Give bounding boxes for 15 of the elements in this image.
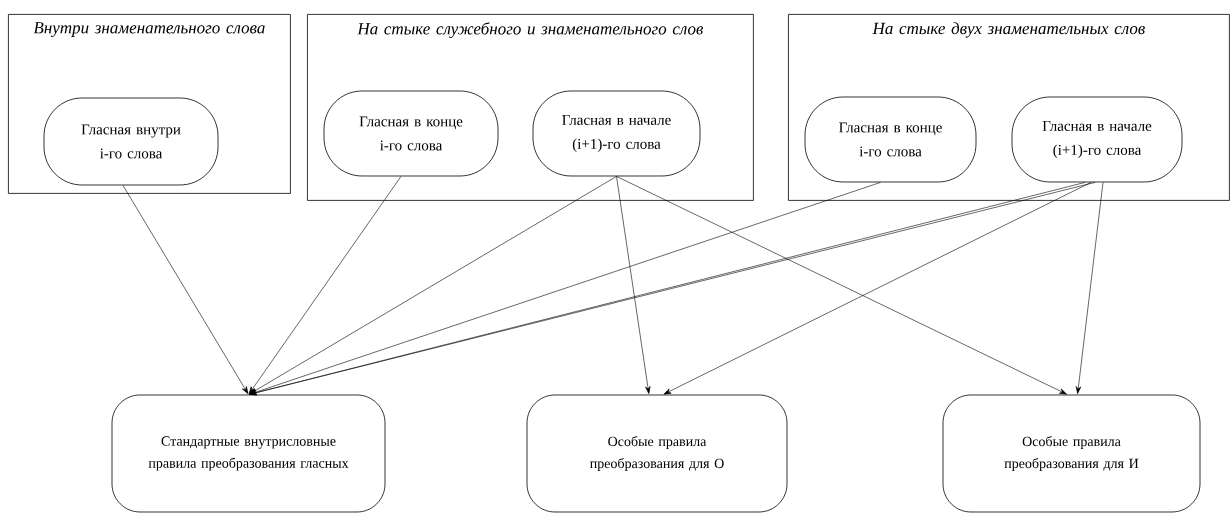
arrow — [663, 182, 1092, 395]
rounded-box: Гласная в начале (i+1)-го слова — [1011, 96, 1183, 183]
arrow — [122, 185, 249, 395]
arrow — [616, 176, 651, 394]
rounded-box: Гласная внутри i-го слова — [43, 97, 219, 186]
process-box: Особые правила преобразования для О — [526, 394, 788, 513]
arrow — [1075, 182, 1104, 394]
arrow — [249, 176, 617, 395]
process-box: Особые правила преобразования для И — [942, 394, 1201, 513]
arrow — [248, 176, 402, 395]
rounded-box: Гласная в конце i-го слова — [323, 90, 499, 177]
arrow — [616, 176, 1067, 395]
rounded-box: Гласная в конце i-го слова — [804, 96, 977, 183]
process-box: Стандартные внутрисловные правила преобразования гласных — [111, 394, 386, 513]
rounded-box: Гласная в начале (i+1)-го слова — [532, 90, 701, 177]
